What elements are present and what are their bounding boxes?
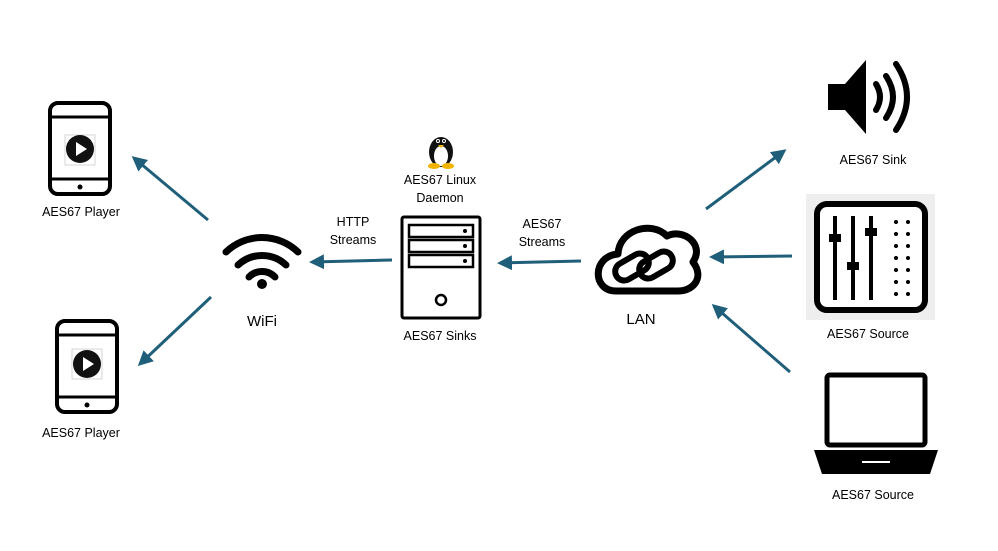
player-top-label: AES67 Player: [42, 205, 120, 219]
wifi-icon: [222, 234, 302, 289]
player-bottom-label: AES67 Player: [42, 426, 120, 440]
sink-label: AES67 Sink: [839, 153, 907, 167]
daemon-line2: Daemon: [416, 190, 464, 205]
arrow-sinks-to-wifi: [309, 254, 393, 270]
daemon-line1: AES67 Linux: [403, 173, 477, 187]
speaker-icon: [828, 60, 910, 134]
lan-label: LAN: [626, 311, 656, 328]
arrow-mixer-to-lan: [709, 249, 793, 265]
arrow-wifi-to-player-top: [131, 156, 209, 222]
arrow-wifi-to-player-bottom: [137, 295, 213, 367]
laptop-icon: [814, 372, 938, 474]
edge-http-line1: HTTP: [336, 215, 370, 229]
source-mixer-label: AES67 Source: [827, 327, 909, 341]
smartphone-play-icon: [48, 101, 112, 196]
arrow-laptop-to-lan: [711, 304, 791, 374]
wifi-label: WiFi: [247, 313, 277, 330]
linux-penguin-icon: [428, 137, 454, 169]
edge-aes67-label: AES67 Streams: [508, 216, 576, 251]
source-laptop-label: AES67 Source: [832, 488, 914, 502]
sinks-label: AES67 Sinks: [403, 329, 477, 343]
edge-aes67-line1: AES67: [522, 217, 562, 231]
arrows: [131, 149, 793, 374]
edge-http-line2: Streams: [329, 232, 377, 247]
arrow-lan-to-sink: [705, 149, 787, 211]
daemon-label: AES67 Linux Daemon: [390, 172, 490, 207]
cloud-link-icon: [594, 224, 702, 295]
server-icon: [400, 215, 482, 320]
smartphone-play-icon: [55, 319, 119, 414]
edge-aes67-line2: Streams: [518, 234, 566, 249]
edge-http-label: HTTP Streams: [320, 214, 386, 249]
arrow-lan-to-sinks: [497, 255, 582, 271]
mixer-icon: [806, 194, 935, 320]
